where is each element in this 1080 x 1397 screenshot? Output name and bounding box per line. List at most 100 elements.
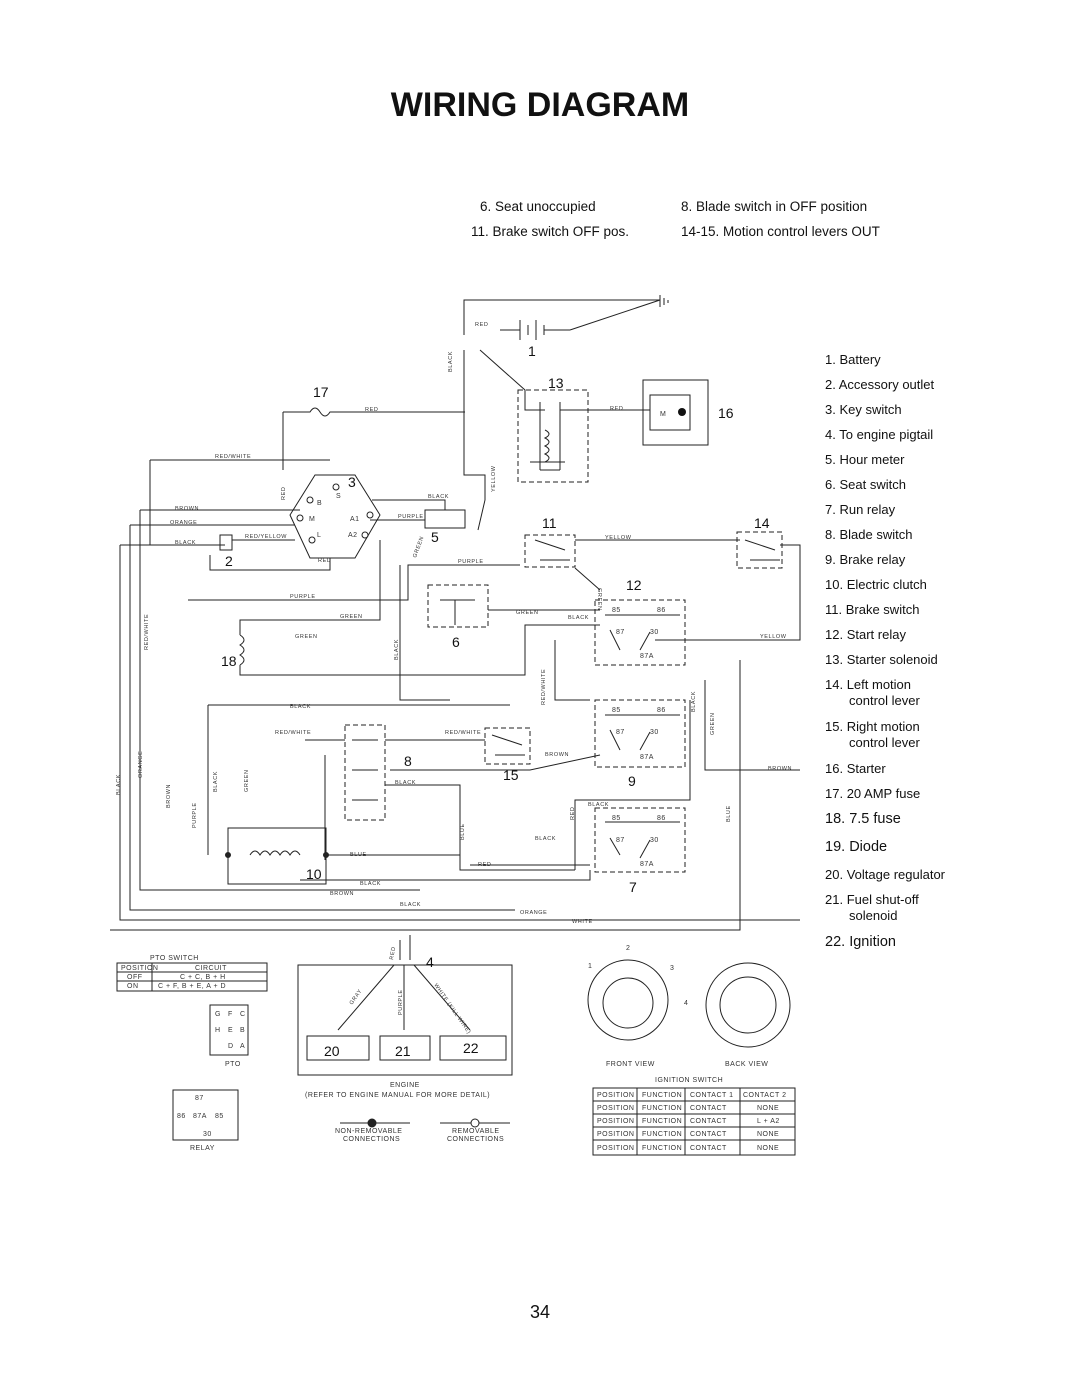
ign-pos-4: 4 (684, 1000, 688, 1007)
black-wire-mid (207, 704, 510, 855)
wire-label-green-3: GREEN (516, 610, 539, 616)
red-wire-2 (209, 555, 331, 571)
legend-item: 8. Blade switch (825, 527, 913, 542)
relay-detail-pin: 87 (195, 1095, 204, 1102)
wire-label-purple: PURPLE (398, 514, 424, 520)
key-term-s: S (336, 493, 341, 500)
blade-switch (344, 724, 386, 821)
callout-11: 11 (542, 515, 557, 531)
removable-connections: CONNECTIONS (447, 1136, 504, 1143)
ign-cell: FUNCTION (642, 1145, 682, 1152)
legend-item: 3. Key switch (825, 402, 902, 417)
wire-label-orange-v: ORANGE (138, 751, 144, 778)
legend-item: 2. Accessory outlet (825, 377, 935, 392)
wire-label-black-v2: BLACK (394, 639, 400, 660)
wire-label-brown-3: BROWN (768, 766, 792, 772)
pto-pin: E (228, 1027, 233, 1034)
hour-meter (424, 509, 466, 529)
blade-switch-contacts (352, 739, 378, 801)
key-switch-s (332, 483, 340, 491)
relay-detail-pin: 30 (203, 1131, 212, 1138)
wire-label-red-3: RED (610, 406, 623, 412)
relay-pin: 87A (640, 653, 654, 660)
wire-label-red-v: RED (281, 487, 287, 500)
relay-coil-2 (605, 714, 680, 751)
callout-1: 1 (528, 343, 536, 359)
pto-pin: G (215, 1011, 221, 1018)
legend-item: 4. To engine pigtail (825, 427, 934, 442)
ign-header: CONTACT 2 (743, 1092, 787, 1099)
relay-pin: 87 (616, 837, 625, 844)
brake-switch-contacts (534, 539, 570, 561)
ign-pos-1: 1 (588, 963, 592, 970)
ign-cell: POSITION (597, 1145, 634, 1152)
pto-pin: F (228, 1011, 233, 1018)
battery-wire (463, 350, 486, 531)
wire-label-black-v5: BLACK (213, 771, 219, 792)
key-switch-b (306, 496, 314, 504)
ign-cell: POSITION (597, 1131, 634, 1138)
battery-to-solenoid (479, 349, 545, 411)
callout-7: 7 (629, 879, 637, 895)
ign-title: IGNITION SWITCH (655, 1077, 723, 1084)
legend-item: 22. Ignition (825, 934, 896, 950)
ignition-front-outer (587, 959, 669, 1041)
solenoid-contacts (530, 402, 565, 471)
pto-pin: B (240, 1027, 245, 1034)
page-number: 34 (529, 1302, 551, 1322)
ign-cell: CONTACT (690, 1105, 727, 1112)
callout-20: 20 (324, 1043, 340, 1059)
black-blade (385, 784, 461, 860)
seat-switch (427, 584, 489, 628)
wire-label-red-4: RED (318, 558, 331, 564)
legend-item: 11. Brake switch (825, 602, 920, 617)
wire-label-blue: BLUE (350, 852, 367, 858)
pto-title: PTO SWITCH (150, 955, 199, 962)
ign-cell: POSITION (597, 1105, 634, 1112)
wire-label-black-5: BLACK (395, 780, 416, 786)
ignition-front-inner (602, 977, 654, 1029)
ign-cell: CONTACT (690, 1118, 727, 1125)
callout-10: 10 (306, 866, 322, 882)
wire-label-red-v2: RED (570, 807, 576, 820)
starter-inner (649, 394, 691, 431)
key-term-m: M (309, 516, 315, 523)
ignition-engine (439, 1035, 507, 1061)
engine-box (297, 964, 513, 1076)
left-motion-switch (736, 531, 783, 569)
ign-cell: NONE (757, 1105, 779, 1112)
ground-symbol (659, 295, 669, 307)
ign-back: BACK VIEW (725, 1061, 768, 1068)
wire-label-red-yellow: RED/YELLOW (245, 534, 287, 540)
key-switch-body (289, 474, 381, 559)
wire-label-red-2: RED (365, 407, 378, 413)
ground-wire (569, 299, 661, 331)
engine-pigtail-wire (399, 935, 411, 960)
relay-detail-pin: 87A (193, 1113, 207, 1120)
diode-dot-1 (225, 852, 231, 858)
accessory-outlet (219, 534, 233, 551)
callout-4: 4 (426, 954, 434, 970)
wire-label-green-v: GREEN (412, 535, 425, 558)
wire-label-purple-v: PURPLE (192, 802, 198, 828)
wire-label-orange: ORANGE (170, 520, 197, 526)
yellow-right (655, 544, 801, 641)
white-kill-wire (413, 964, 471, 1031)
legend-item: 10. Electric clutch (825, 577, 927, 592)
red-main-wire (282, 407, 465, 470)
ign-cell: FUNCTION (642, 1118, 682, 1125)
pto-row-on: ON (127, 983, 139, 990)
callout-5: 5 (431, 529, 439, 545)
key-term-a1: A1 (350, 516, 360, 523)
relay-pin: 87 (616, 629, 625, 636)
brake-relay (594, 699, 686, 768)
ign-cell: CONTACT (690, 1131, 727, 1138)
fuse-7-5-wire (239, 624, 600, 676)
ign-cell: FUNCTION (642, 1131, 682, 1138)
condition-levers: 14-15. Motion control levers OUT (681, 224, 880, 239)
callout-6: 6 (452, 634, 460, 650)
pto-pins (209, 1004, 249, 1056)
legend-item: 1. Battery (825, 352, 881, 367)
diode-dot-2 (323, 852, 329, 858)
